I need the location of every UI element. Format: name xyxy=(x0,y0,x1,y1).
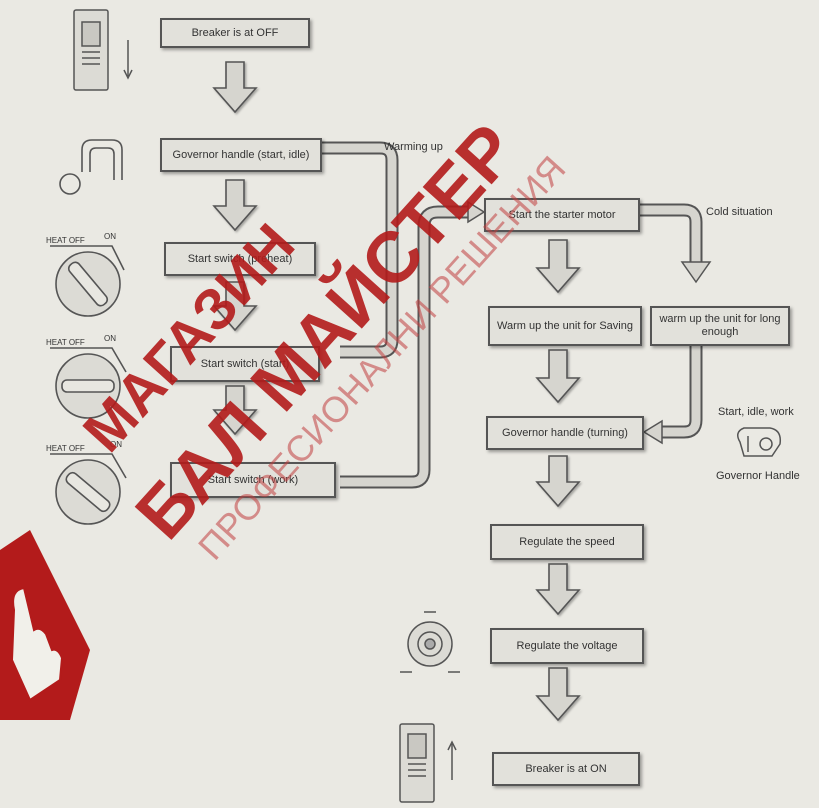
preheat-dial-icon xyxy=(50,245,125,317)
step-regulate-speed: Regulate the speed xyxy=(490,524,644,560)
start-dial-label-right: ON xyxy=(104,334,116,343)
preheat-dial-label-left: HEAT OFF xyxy=(46,236,85,245)
step-regulate-voltage: Regulate the voltage xyxy=(490,628,644,664)
start-idle-work-label: Start, idle, work xyxy=(718,406,794,418)
work-dial-icon xyxy=(50,453,127,525)
cold-pipe xyxy=(640,203,703,262)
cold-situation-label: Cold situation xyxy=(706,206,773,218)
work-dial-label-left: HEAT OFF xyxy=(46,444,85,453)
down-arrow xyxy=(535,563,581,616)
step-start-switch-start: Start switch (start) xyxy=(170,346,320,382)
down-arrow xyxy=(535,455,581,508)
return-pipe-inner xyxy=(660,346,701,437)
work-pipe-inner xyxy=(340,207,472,487)
start-dial-label-left: HEAT OFF xyxy=(46,338,85,347)
preheat-dial-label-right: ON xyxy=(104,232,116,241)
step-governor-start-idle: Governor handle (start, idle) xyxy=(160,138,322,172)
return-pipe-head xyxy=(642,419,663,445)
down-arrow xyxy=(212,61,258,114)
down-arrow xyxy=(535,239,581,294)
breaker-on-icon xyxy=(399,723,457,803)
warming-up-label: Warming up xyxy=(384,141,443,153)
warming-up-pipe-inner xyxy=(322,143,397,357)
governor-handle-right-icon xyxy=(737,427,782,457)
voltage-knob-icon xyxy=(400,611,460,673)
step-breaker-off: Breaker is at OFF xyxy=(160,18,310,48)
down-arrow xyxy=(212,179,258,232)
breaker-off-icon xyxy=(73,9,133,91)
governor-handle-label: Governor Handle xyxy=(716,470,800,482)
work-pipe-head xyxy=(467,200,486,224)
step-governor-turning: Governor handle (turning) xyxy=(486,416,644,450)
governor-handle-icon xyxy=(59,139,123,195)
cold-pipe-inner xyxy=(640,205,701,262)
step-start-starter-motor: Start the starter motor xyxy=(484,198,640,232)
down-arrow xyxy=(212,281,258,332)
step-warm-up-long: warm up the unit for long enough xyxy=(650,306,790,346)
step-start-switch-work: Start switch (work) xyxy=(170,462,336,498)
down-arrow xyxy=(535,349,581,404)
step-start-switch-preheat: Start switch (preheat) xyxy=(164,242,316,276)
return-pipe xyxy=(660,346,703,439)
watermark-logo xyxy=(0,530,90,720)
step-warm-up-saving: Warm up the unit for Saving xyxy=(488,306,642,346)
start-dial-icon xyxy=(50,347,127,419)
down-arrow xyxy=(535,667,581,722)
cold-pipe-head xyxy=(680,261,712,284)
step-breaker-on: Breaker is at ON xyxy=(492,752,640,786)
work-dial-label-right: ON xyxy=(110,440,122,449)
down-arrow xyxy=(212,385,258,436)
